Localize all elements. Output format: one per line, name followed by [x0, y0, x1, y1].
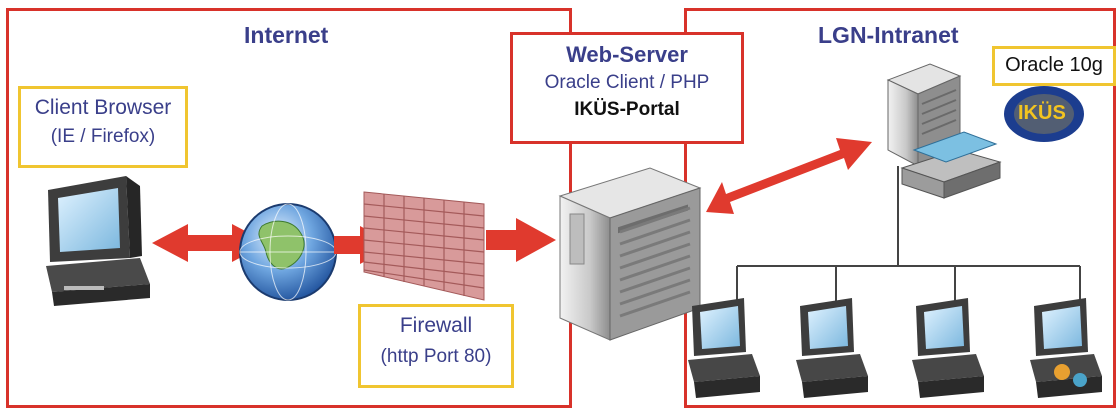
firewall-icon: [363, 191, 485, 301]
firewall-title: Firewall: [399, 314, 473, 337]
intranet-pc-3-icon: [912, 298, 984, 398]
oracle-label: Oracle 10g: [1005, 54, 1103, 76]
internet-title: Internet: [244, 22, 329, 48]
intranet-pc-4-icon: [1030, 298, 1102, 398]
web-server-portal: IKÜS-Portal: [574, 99, 680, 121]
firewall-label-box: Firewall (http Port 80): [358, 304, 514, 388]
ikus-logo-text: IKÜS: [1018, 102, 1066, 124]
arrow-client-globe: [152, 224, 268, 262]
web-server-software: Oracle Client / PHP: [544, 71, 710, 93]
database-server-icon: [886, 63, 1002, 199]
client-browser-label-box: Client Browser (IE / Firefox): [18, 86, 188, 168]
web-server-title: Web-Server: [566, 42, 688, 67]
globe-icon: [239, 203, 337, 301]
intranet-pc-1-icon: [688, 298, 760, 398]
client-browser-subtitle: (IE / Firefox): [50, 126, 156, 148]
intranet-network-lines: [736, 166, 1081, 302]
client-browser-title: Client Browser: [34, 96, 172, 119]
arrow-firewall-server: [486, 218, 556, 262]
intranet-title: LGN-Intranet: [818, 22, 959, 48]
oracle-label-box: Oracle 10g: [992, 46, 1116, 86]
web-server-label-box: Web-Server Oracle Client / PHP IKÜS-Port…: [510, 32, 744, 144]
web-server-icon: [558, 167, 702, 341]
firewall-port: (http Port 80): [380, 346, 492, 368]
intranet-pc-2-icon: [796, 298, 868, 398]
ikus-logo: [1004, 86, 1084, 142]
client-pc-icon: [46, 176, 150, 306]
arrow-server-database: [706, 138, 872, 214]
